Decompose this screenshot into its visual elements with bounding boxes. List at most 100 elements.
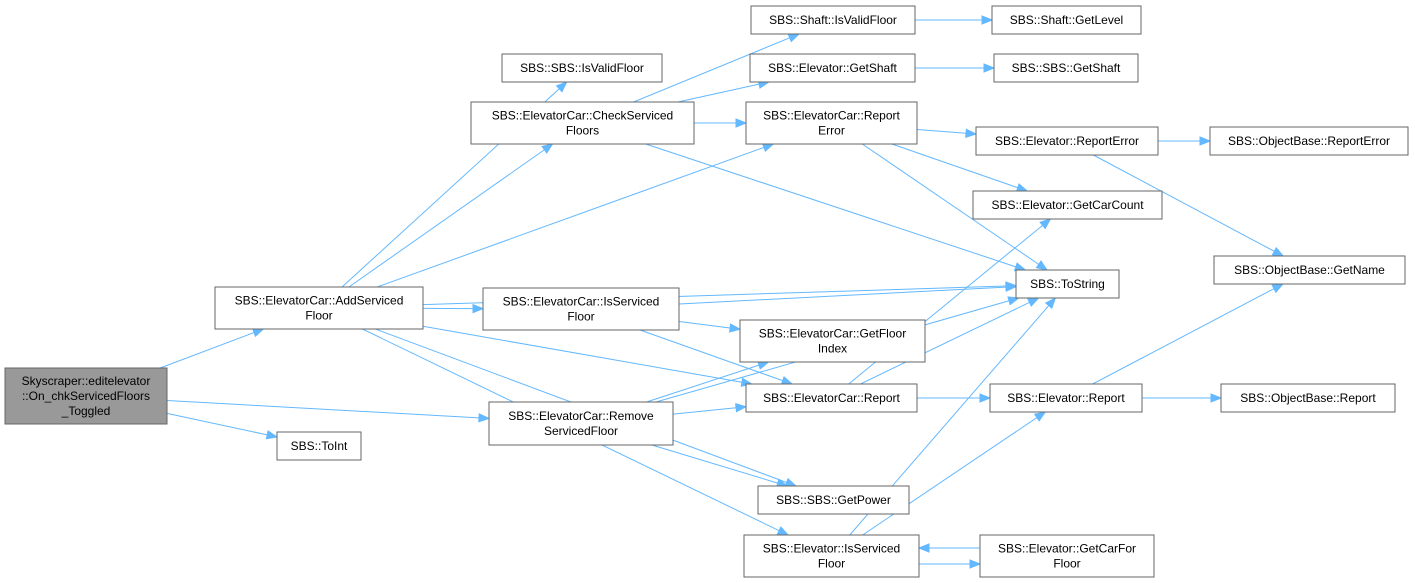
- arrowhead-getCarFor-to-elevIsServiced: [917, 543, 930, 553]
- arrowhead-root-to-toInt: [265, 430, 279, 440]
- node-elevIsServiced-label-1: Floor: [818, 557, 845, 571]
- node-getFloorIndex-label-1: Index: [818, 342, 847, 356]
- edge-checkServiced-to-shaftIsValidFloor: [633, 37, 790, 103]
- node-shaftIsValidFloor[interactable]: SBS::Shaft::IsValidFloor: [750, 5, 916, 35]
- node-sbsIsValidFloor-box: [501, 53, 663, 83]
- node-elevReport-label-0: SBS::Elevator::Report: [1007, 391, 1125, 405]
- node-sbsGetShaft-box: [993, 53, 1139, 83]
- node-carReport[interactable]: SBS::ElevatorCar::Report: [745, 383, 918, 413]
- arrowhead-addServiced-to-checkServiced: [541, 143, 554, 154]
- edge-carReportError-to-elevReportError: [916, 129, 967, 134]
- edge-addServiced-to-carReport: [422, 325, 743, 383]
- node-getCarFor-box: [979, 534, 1155, 578]
- call-edges: [159, 15, 1285, 569]
- node-shaftIsValidFloor-box: [750, 5, 916, 35]
- node-carIsServiced-box: [482, 287, 680, 331]
- node-root[interactable]: Skyscraper::editelevator::On_chkServiced…: [4, 367, 168, 425]
- node-addServiced-box: [214, 286, 424, 330]
- node-sbsIsValidFloor-label-0: SBS::SBS::IsValidFloor: [520, 61, 644, 75]
- edge-carReportError-to-toString: [862, 143, 1040, 265]
- node-carReportError[interactable]: SBS::ElevatorCar::ReportError: [745, 101, 918, 145]
- edge-carIsServiced-to-toString: [678, 286, 1007, 305]
- edge-elevIsServiced-to-elevReport: [862, 417, 1038, 536]
- node-sbsIsValidFloor[interactable]: SBS::SBS::IsValidFloor: [501, 53, 663, 83]
- node-removeServiced-box: [488, 401, 674, 446]
- arrowhead-elevReport-to-objReport: [1210, 393, 1223, 403]
- arrowhead-addServiced-to-elevIsServiced: [776, 526, 790, 536]
- node-getCarCount-box: [972, 190, 1163, 220]
- edge-addServiced-to-carReportError: [377, 146, 765, 288]
- node-checkServiced-label-0: SBS::ElevatorCar::CheckServiced: [492, 109, 673, 123]
- node-objReportError-label-0: SBS::ObjectBase::ReportError: [1228, 134, 1390, 148]
- node-getPower-box: [757, 485, 910, 515]
- arrowhead-elevGetShaft-to-sbsGetShaft: [983, 63, 996, 73]
- node-root-label-1: ::On_chkServicedFloors: [22, 389, 150, 403]
- node-carReportError-box: [745, 101, 918, 145]
- node-shaftGetLevel-label-0: SBS::Shaft::GetLevel: [1010, 13, 1123, 27]
- arrowhead-checkServiced-to-shaftIsValidFloor: [787, 33, 801, 43]
- node-elevIsServiced-label-0: SBS::Elevator::IsServiced: [763, 542, 900, 556]
- node-addServiced-label-0: SBS::ElevatorCar::AddServiced: [235, 294, 404, 308]
- node-elevReportError[interactable]: SBS::Elevator::ReportError: [975, 126, 1159, 156]
- node-toInt-label-0: SBS::ToInt: [291, 439, 348, 453]
- edge-checkServiced-to-toString: [645, 143, 1016, 268]
- node-toString[interactable]: SBS::ToString: [1015, 269, 1120, 299]
- edge-carReport-to-toString: [860, 301, 1030, 385]
- arrowhead-carReportError-to-toString: [1035, 260, 1049, 271]
- edge-root-to-removeServiced: [166, 400, 480, 419]
- arrowhead-carReport-to-elevReport: [979, 393, 992, 403]
- node-shaftGetLevel[interactable]: SBS::Shaft::GetLevel: [991, 5, 1142, 35]
- node-objReportError-box: [1209, 126, 1409, 156]
- edge-checkServiced-to-elevGetShaft: [677, 83, 760, 103]
- edge-root-to-toInt: [166, 412, 268, 436]
- node-carIsServiced-label-1: Floor: [567, 310, 594, 324]
- arrowhead-elevReport-to-objGetName: [1271, 283, 1285, 294]
- node-elevGetShaft[interactable]: SBS::Elevator::GetShaft: [749, 53, 916, 83]
- node-checkServiced-label-1: Floors: [566, 124, 599, 138]
- arrowhead-root-to-removeServiced: [478, 413, 491, 423]
- node-getFloorIndex-label-0: SBS::ElevatorCar::GetFloor: [759, 327, 906, 341]
- node-carReport-label-0: SBS::ElevatorCar::Report: [763, 391, 900, 405]
- node-root-label-0: Skyscraper::editelevator: [22, 374, 151, 388]
- arrowhead-carReportError-to-getCarCount: [1015, 183, 1029, 193]
- arrowhead-checkServiced-to-carReportError: [735, 118, 748, 128]
- node-objReport[interactable]: SBS::ObjectBase::Report: [1220, 383, 1396, 413]
- edge-removeServiced-to-getFloorIndex: [646, 364, 760, 403]
- edge-carIsServiced-to-getFloorIndex: [678, 320, 731, 329]
- node-carIsServiced-label-0: SBS::ElevatorCar::IsServiced: [503, 295, 660, 309]
- node-root-label-2: _Toggled: [61, 404, 111, 418]
- node-toString-box: [1015, 269, 1120, 299]
- arrowhead-elevIsServiced-to-getCarFor: [969, 559, 982, 569]
- node-objGetName[interactable]: SBS::ObjectBase::GetName: [1213, 255, 1406, 285]
- arrowhead-elevIsServiced-to-toString: [1044, 296, 1057, 310]
- node-objReport-label-0: SBS::ObjectBase::Report: [1240, 391, 1376, 405]
- node-addServiced-label-1: Floor: [305, 309, 332, 323]
- node-getCarCount[interactable]: SBS::Elevator::GetCarCount: [972, 190, 1163, 220]
- node-elevReport[interactable]: SBS::Elevator::Report: [989, 383, 1143, 413]
- node-objReport-box: [1220, 383, 1396, 413]
- node-objGetName-box: [1213, 255, 1406, 285]
- edge-removeServiced-to-getPower: [651, 444, 778, 484]
- arrowhead-elevReportError-to-objGetName: [1271, 246, 1285, 257]
- arrowhead-carReport-to-toString: [1027, 297, 1040, 307]
- node-elevGetShaft-box: [749, 53, 916, 83]
- node-toInt-box: [276, 431, 362, 461]
- node-getPower[interactable]: SBS::SBS::GetPower: [757, 485, 910, 515]
- arrowhead-addServiced-to-carIsServiced: [472, 303, 485, 314]
- node-elevReportError-label-0: SBS::Elevator::ReportError: [995, 134, 1139, 148]
- node-getFloorIndex-box: [739, 319, 926, 363]
- node-toInt[interactable]: SBS::ToInt: [276, 431, 362, 461]
- arrowhead-carIsServiced-to-getFloorIndex: [728, 323, 742, 333]
- arrowhead-carReportError-to-elevReportError: [965, 128, 978, 138]
- node-sbsGetShaft[interactable]: SBS::SBS::GetShaft: [993, 53, 1139, 83]
- edge-elevReport-to-objGetName: [1092, 288, 1275, 385]
- node-objReportError[interactable]: SBS::ObjectBase::ReportError: [1209, 126, 1409, 156]
